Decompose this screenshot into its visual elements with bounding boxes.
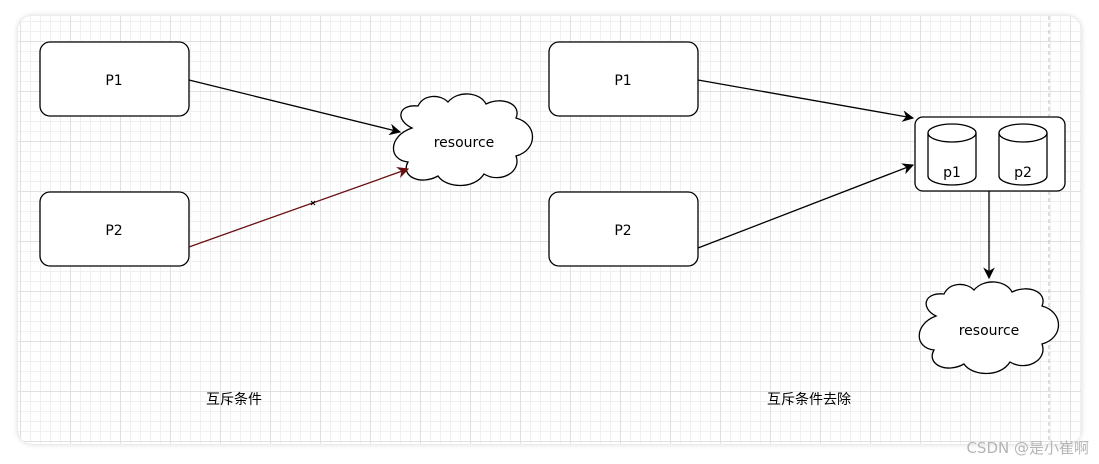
right-arrow-p2-to-queue [697,163,915,249]
right-resource-cloud[interactable] [918,281,1059,375]
left-process-p1-box[interactable] [39,41,190,117]
right-caption: 互斥条件去除 [767,391,851,408]
left-resource-label: resource [434,135,495,151]
left-caption: 互斥条件 [206,391,262,408]
right-process-p1-label: P1 [614,73,631,89]
queue-item-p2-label: p2 [1014,165,1032,181]
right-arrow-p1-to-queue [697,79,915,122]
right-resource-label: resource [959,323,1020,339]
right-process-p2-label: P2 [614,223,631,239]
left-diagram: P1 P2 resource 互斥条件 [39,41,533,408]
left-process-p2-label: P2 [105,223,122,239]
left-arrow-p1-to-resource [188,79,402,136]
left-process-p2-box[interactable] [39,191,190,267]
blocked-cross-icon [310,200,316,206]
queue-cylinder-p1[interactable]: p1 [927,123,977,186]
right-process-p1-box[interactable] [548,41,699,117]
left-arrow-p2-to-resource-blocked [188,167,410,248]
right-diagram: P1 P2 p1 p2 resource 互斥条件去除 [548,41,1066,408]
queue-item-p1-label: p1 [943,165,961,181]
right-process-p2-box[interactable] [548,191,699,267]
left-resource-cloud[interactable] [392,93,533,187]
csdn-watermark: CSDN @是小崔啊 [966,439,1089,457]
left-process-p1-label: P1 [105,73,122,89]
queue-cylinder-p2[interactable]: p2 [998,123,1048,186]
